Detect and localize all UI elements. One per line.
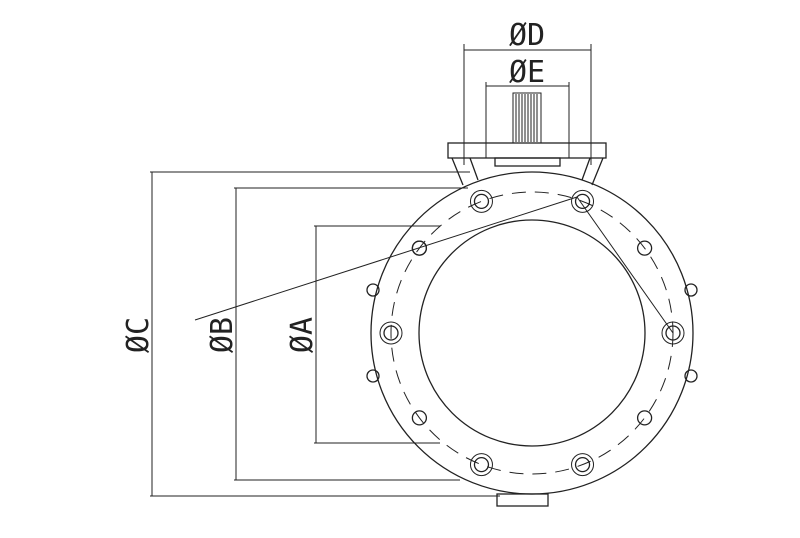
bottom-lug xyxy=(496,493,549,507)
bolt-hole-counterbore xyxy=(379,321,403,345)
bolt-hole xyxy=(574,456,591,473)
edge-notch xyxy=(684,369,698,383)
bolt-hole xyxy=(574,193,591,210)
leader-line xyxy=(576,196,674,334)
bolt-hole xyxy=(411,410,428,426)
diameter-d-label: ØD xyxy=(509,18,545,53)
flange xyxy=(366,171,698,507)
diameter-a-label: ØA xyxy=(285,317,320,353)
edge-notch xyxy=(366,369,380,383)
bolt-hole-counterbore xyxy=(571,453,595,477)
bolt-hole-counterbore xyxy=(469,453,493,477)
diameter-b-label: ØB xyxy=(205,317,240,353)
diameter-e-label: ØE xyxy=(509,55,545,90)
bolt-hole xyxy=(383,325,399,341)
edge-notch xyxy=(366,283,380,297)
bolt-hole xyxy=(473,456,490,473)
bolt-circle xyxy=(390,191,674,475)
bolt-hole xyxy=(636,240,653,256)
bore-circle xyxy=(418,219,646,447)
bolt-hole-counterbore xyxy=(661,321,685,345)
bolt-hole xyxy=(411,240,428,256)
bolt-hole-counterbore xyxy=(469,189,493,213)
leader-line xyxy=(194,196,578,321)
edge-notch xyxy=(684,283,698,297)
bolt-hole xyxy=(473,193,490,210)
bolt-hole-counterbore xyxy=(571,189,595,213)
top-dimensions: ØD ØE xyxy=(463,18,592,165)
bolt-hole xyxy=(665,325,681,341)
mounting-plate xyxy=(447,142,607,186)
diameter-c-label: ØC xyxy=(121,317,156,353)
left-dimensions: ØC ØB ØA xyxy=(121,171,674,497)
shaft-spline xyxy=(512,92,542,144)
bolt-hole xyxy=(636,410,653,426)
